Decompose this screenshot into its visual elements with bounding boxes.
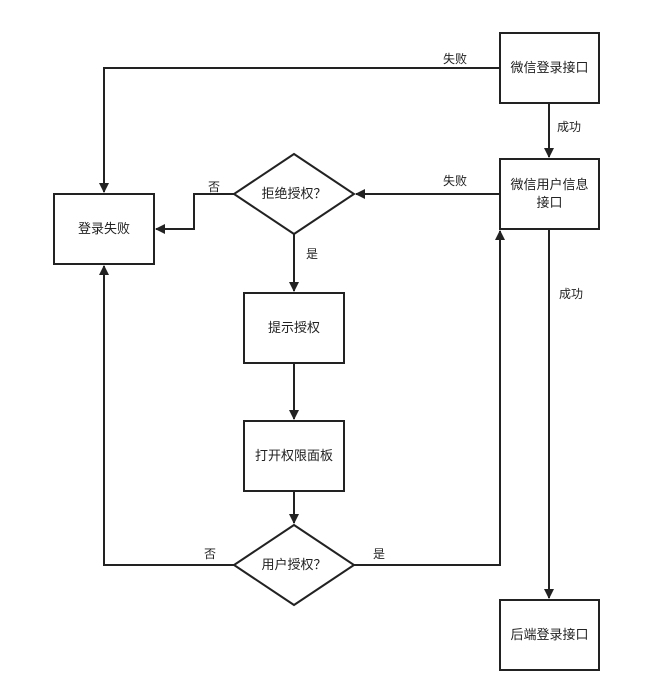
edge-user-auth-to-wechat-userinfo bbox=[354, 230, 505, 566]
edge-label-success-1: 成功 bbox=[557, 120, 581, 134]
node-open-permission-panel bbox=[243, 420, 345, 492]
edge-label-fail-top: 失败 bbox=[443, 51, 467, 66]
node-user-auth-decision bbox=[232, 523, 356, 607]
edge-wechat-login-to-login-fail bbox=[99, 67, 500, 193]
node-prompt-auth bbox=[243, 292, 345, 364]
node-refuse-auth-decision-label: 拒绝授权？ bbox=[261, 186, 326, 202]
node-wechat-userinfo-api-label-line1: 微信用户信息 bbox=[510, 177, 588, 193]
node-wechat-userinfo-api-label-line2: 接口 bbox=[536, 195, 562, 211]
edge-label-yes-top: 是 bbox=[306, 247, 318, 261]
edge-user-auth-to-login-fail bbox=[99, 265, 234, 566]
node-login-fail bbox=[53, 193, 155, 265]
node-backend-login-api-label: 后端登录接口 bbox=[510, 627, 588, 643]
node-wechat-userinfo-api bbox=[499, 158, 600, 230]
node-login-fail-label: 登录失败 bbox=[78, 222, 130, 237]
node-wechat-login-api bbox=[499, 32, 600, 104]
node-backend-login-api bbox=[499, 599, 600, 671]
edge-label-success-2: 成功 bbox=[559, 287, 583, 301]
node-refuse-auth-decision bbox=[232, 152, 356, 236]
node-open-permission-panel-label: 打开权限面板 bbox=[255, 448, 333, 464]
edge-label-no-bottom: 否 bbox=[204, 547, 216, 561]
node-user-auth-decision-label: 用户授权？ bbox=[261, 557, 326, 573]
edge-label-no-top: 否 bbox=[208, 180, 220, 194]
node-prompt-auth-label: 提示授权 bbox=[268, 320, 320, 336]
edge-label-fail-middle: 失败 bbox=[443, 173, 467, 188]
edge-label-yes-bottom: 是 bbox=[373, 547, 385, 561]
edge-refuse-auth-to-login-fail bbox=[155, 193, 234, 234]
node-wechat-login-api-label: 微信登录接口 bbox=[510, 60, 588, 76]
